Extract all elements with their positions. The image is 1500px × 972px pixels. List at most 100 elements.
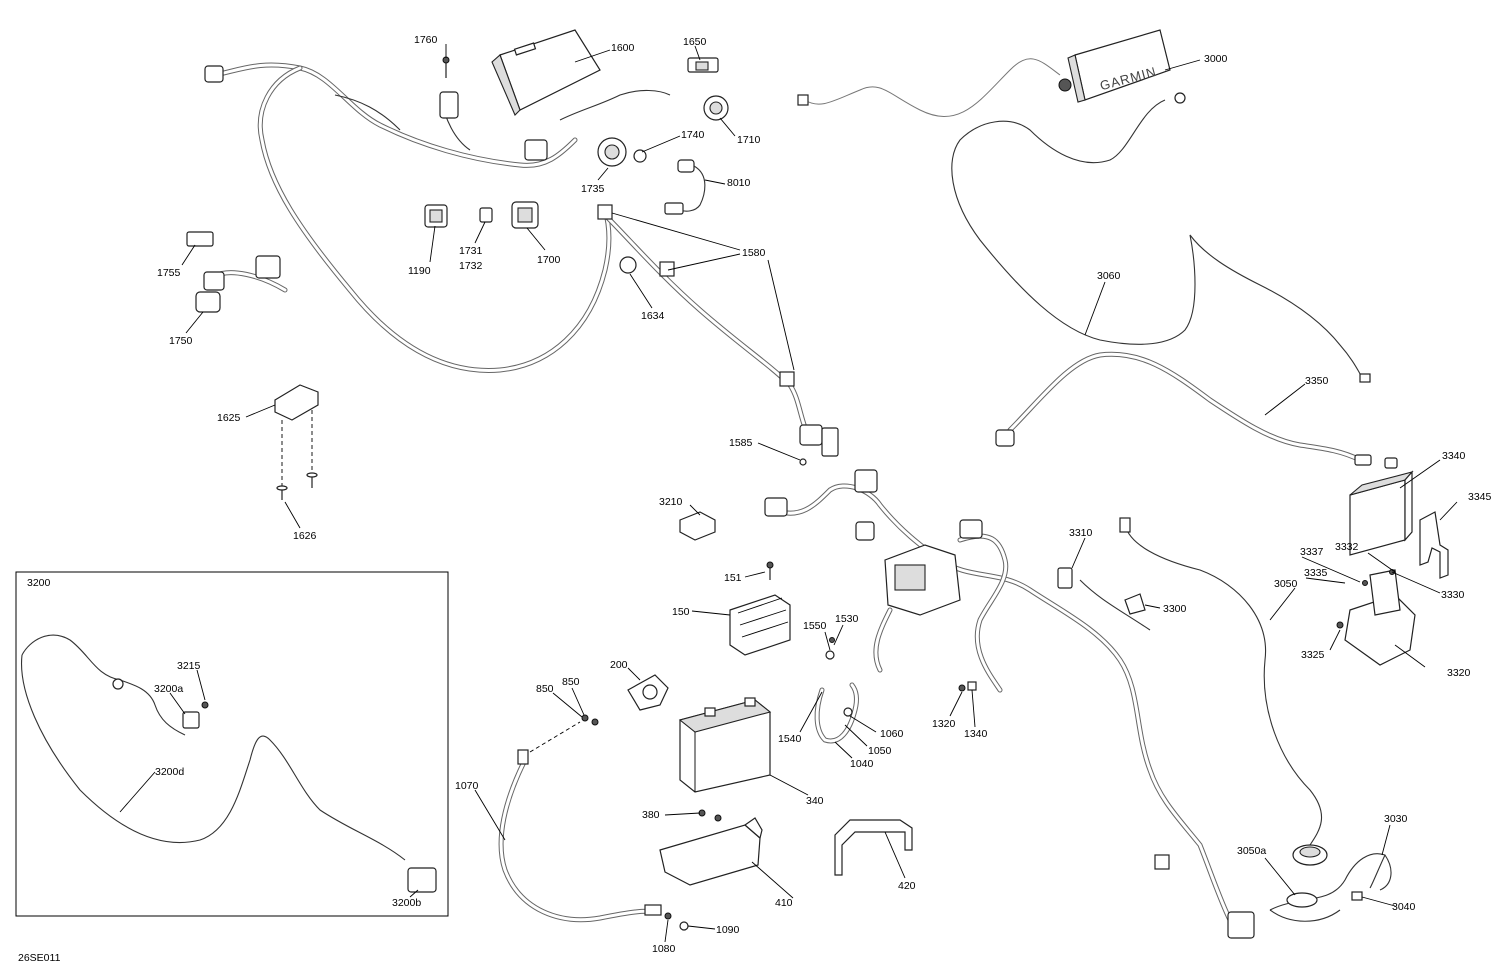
callout-410: 410: [775, 897, 793, 909]
part-151-bolt: [766, 561, 774, 580]
part-3345-strap: [1419, 511, 1449, 579]
callout-420: 420: [898, 880, 916, 892]
callout-1740: 1740: [681, 129, 705, 141]
callout-1530: 1530: [835, 613, 859, 625]
callout-3050: 3050: [1274, 578, 1298, 590]
callout-1760: 1760: [414, 34, 438, 46]
callout-3325: 3325: [1301, 649, 1325, 661]
callout-3060: 3060: [1097, 270, 1121, 282]
callout-1070: 1070: [455, 780, 479, 792]
callout-850-b: 850: [562, 676, 580, 688]
callout-380: 380: [642, 809, 660, 821]
callout-1080: 1080: [652, 943, 676, 955]
part-3350-harness: [995, 351, 1398, 469]
part-1700-relay: [511, 201, 539, 229]
part-3050a-socket: [1286, 844, 1328, 908]
diagram-code: 26SE011: [18, 952, 61, 964]
part-1755-connector: [186, 231, 214, 247]
part-1731-fuse: [479, 207, 493, 223]
part-3340-battery: [1349, 470, 1414, 556]
callout-3337: 3337: [1300, 546, 1324, 558]
part-1070-cable: [498, 721, 689, 931]
callout-3345: 3345: [1468, 491, 1492, 503]
part-1750-lamp-harness: [195, 255, 288, 313]
part-1190-connector: [424, 204, 448, 228]
part-1625-module: [274, 384, 319, 488]
callout-3300: 3300: [1163, 603, 1187, 615]
callout-151: 151: [724, 572, 742, 584]
callout-3350: 3350: [1305, 375, 1329, 387]
callout-1710: 1710: [737, 134, 761, 146]
part-3210-module: [679, 511, 716, 541]
callout-1625: 1625: [217, 412, 241, 424]
callout-1190: 1190: [408, 265, 431, 277]
part-1040-ground-cable: [814, 637, 859, 744]
callout-1700: 1700: [537, 254, 561, 266]
main-harness-front: [204, 62, 813, 443]
part-1735-socket: [597, 137, 647, 167]
callout-1340: 1340: [964, 728, 988, 740]
inset-label-3200: 3200: [27, 577, 51, 589]
callout-1750: 1750: [169, 335, 193, 347]
callout-1735: 1735: [581, 183, 605, 195]
part-420-strap: [834, 819, 913, 876]
callout-3335: 3335: [1304, 567, 1328, 579]
callout-1580: 1580: [742, 247, 766, 259]
callout-3320: 3320: [1447, 667, 1471, 679]
callout-1550: 1550: [803, 620, 827, 632]
callout-3330: 3330: [1441, 589, 1465, 601]
callout-3215: 3215: [177, 660, 201, 672]
callout-1634: 1634: [641, 310, 665, 322]
part-410-tray: [659, 809, 763, 886]
callout-3332: 3332: [1335, 541, 1359, 553]
callout-1600: 1600: [611, 42, 635, 54]
part-3050-cable: [1119, 517, 1323, 846]
callout-1060: 1060: [880, 728, 904, 740]
part-1585-connector: [799, 424, 839, 466]
callout-1626: 1626: [293, 530, 317, 542]
callout-1650: 1650: [683, 36, 707, 48]
callout-3030: 3030: [1384, 813, 1408, 825]
callout-1040: 1040: [850, 758, 874, 770]
callout-3050a: 3050a: [1237, 845, 1266, 857]
callout-1732: 1732: [459, 260, 483, 272]
part-1320-1340-fasteners: [958, 681, 977, 692]
part-3030-cable: [1269, 853, 1392, 922]
part-1634-plug: [619, 256, 637, 274]
part-1710-switch: [703, 95, 729, 121]
callout-1585: 1585: [729, 437, 753, 449]
part-1760-screw: [442, 56, 450, 78]
part-1650-connector: [687, 57, 719, 73]
callout-1050: 1050: [868, 745, 892, 757]
callout-1540: 1540: [778, 733, 802, 745]
part-1626-screw: [276, 472, 318, 500]
callout-3200b: 3200b: [392, 897, 421, 909]
part-8010-cable: [664, 159, 706, 215]
inset-3200: [15, 571, 449, 917]
callout-3200a: 3200a: [154, 683, 183, 695]
callout-3040: 3040: [1392, 901, 1416, 913]
part-3300-bracket: [1124, 593, 1146, 615]
part-3000-garmin-display: GARMIN: [797, 29, 1371, 383]
part-340-battery: [678, 697, 772, 793]
callout-8010: 8010: [727, 177, 751, 189]
callout-3340: 3340: [1442, 450, 1466, 462]
callout-1731: 1731: [459, 245, 483, 257]
part-3040-nut: [1351, 891, 1363, 901]
callout-340: 340: [806, 795, 824, 807]
callout-3000: 3000: [1204, 53, 1228, 65]
part-1600-cover: [491, 29, 601, 116]
part-3320-battery-tray: [1336, 569, 1416, 666]
callout-1320: 1320: [932, 718, 956, 730]
central-harness: [764, 469, 1255, 939]
callout-3200d: 3200d: [155, 766, 184, 778]
callout-3210: 3210: [659, 496, 683, 508]
callout-3310: 3310: [1069, 527, 1093, 539]
part-200-solenoid: [581, 674, 669, 726]
leader-lines: [119, 44, 1458, 943]
part-150-regulator: [729, 594, 791, 656]
callout-200: 200: [610, 659, 628, 671]
callout-1755: 1755: [157, 267, 181, 279]
callout-1090: 1090: [716, 924, 740, 936]
